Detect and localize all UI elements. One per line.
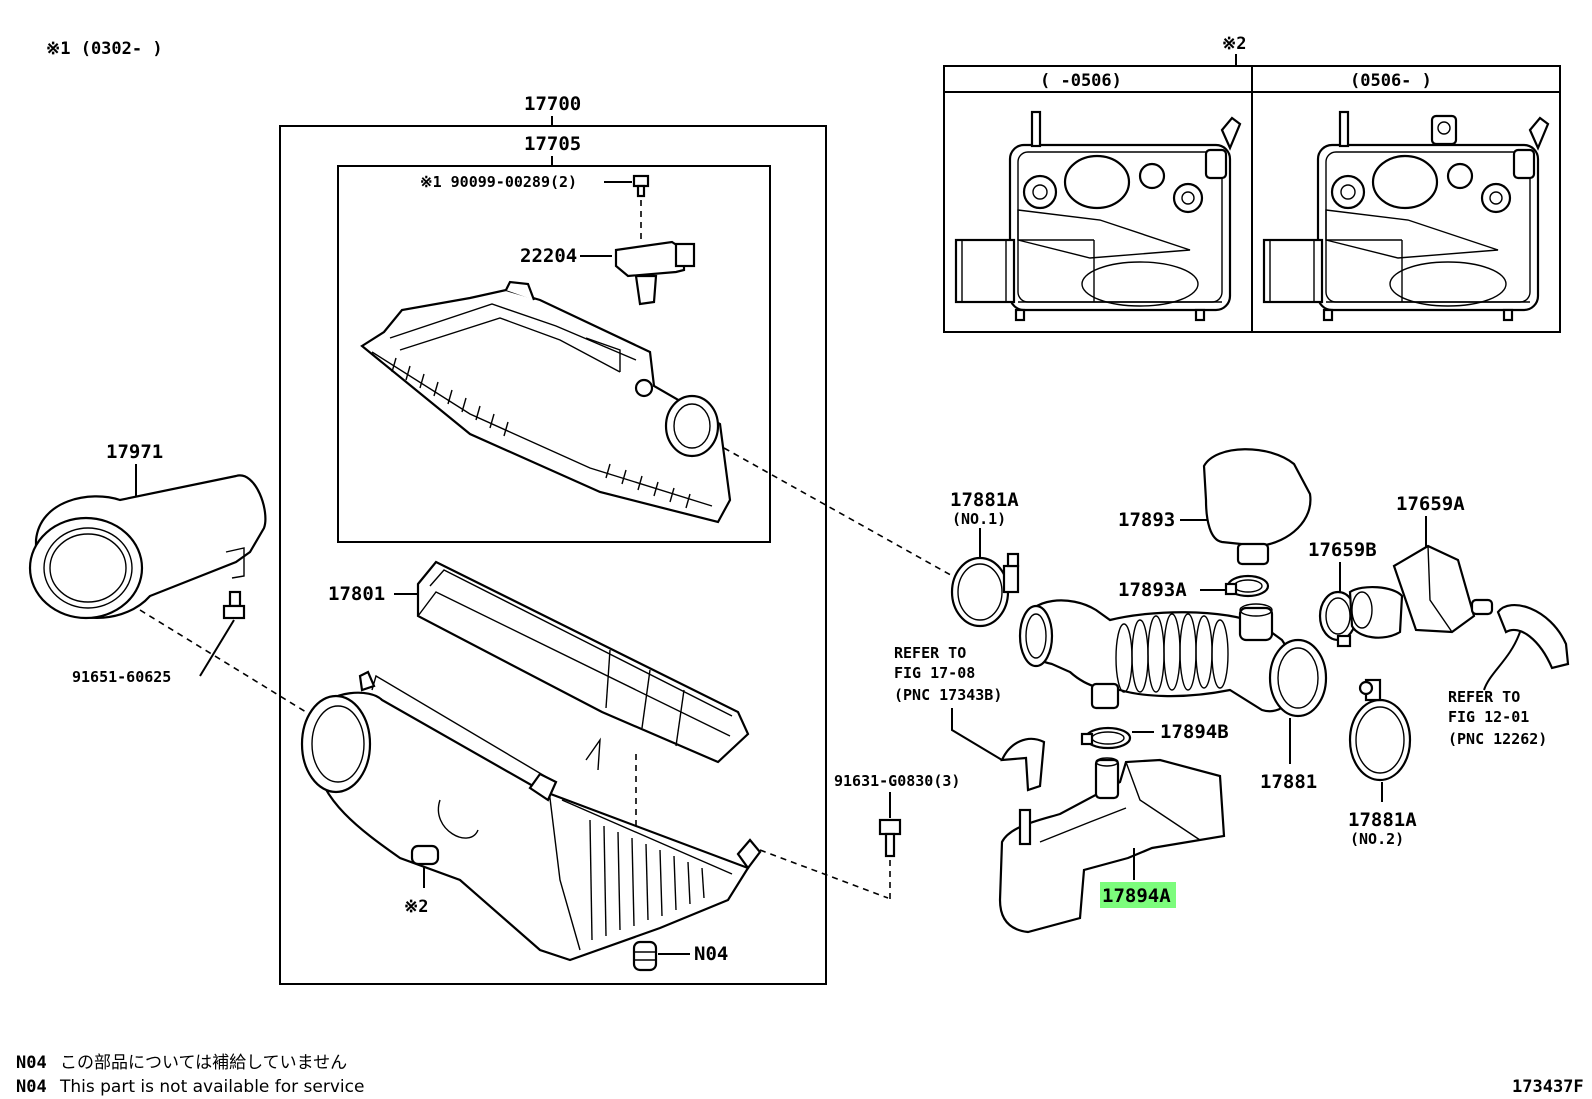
footer-code-2: N04 xyxy=(16,1077,47,1097)
label-17705: 17705 xyxy=(524,133,581,155)
label-17659a: 17659A xyxy=(1396,493,1465,515)
intake-hose-17881 xyxy=(1018,599,1328,718)
footer-note-jp: この部品については補給していません xyxy=(60,1053,347,1073)
bolt-91631 xyxy=(878,818,902,858)
header-note: ※1 (0302- ) xyxy=(46,39,163,59)
clip-17893a xyxy=(1224,574,1270,598)
inset-left-range: ( -0506) xyxy=(1040,71,1122,91)
label-90099: ※1 90099-00289(2) xyxy=(420,173,577,191)
bolt-91651 xyxy=(222,590,246,620)
sensor-22204 xyxy=(614,240,696,306)
label-17881a-no2: 17881A xyxy=(1348,809,1417,831)
ref-right-line2: FIG 12-01 xyxy=(1448,708,1529,726)
valve-17659a xyxy=(1348,544,1494,639)
resonator-17894a xyxy=(998,757,1226,934)
intake-duct-17971 xyxy=(28,474,267,620)
highlight-box xyxy=(1100,882,1176,908)
figure-id: 173437F xyxy=(1512,1077,1584,1097)
inset-right-housing xyxy=(1262,110,1550,322)
label-91631: 91631-G0830(3) xyxy=(834,772,960,790)
ref-left-line1: REFER TO xyxy=(894,644,966,662)
label-17881: 17881 xyxy=(1260,771,1317,793)
ref-left-line2: FIG 17-08 xyxy=(894,664,975,682)
ref-left-line3: (PNC 17343B) xyxy=(894,686,1002,704)
label-mark2: ※2 xyxy=(404,897,428,917)
label-17893a: 17893A xyxy=(1118,579,1187,601)
cover-ribs xyxy=(391,357,691,509)
label-91651: 91651-60625 xyxy=(72,668,171,686)
label-17893: 17893 xyxy=(1118,509,1175,531)
label-17894b: 17894B xyxy=(1160,721,1229,743)
air-cleaner-cover xyxy=(360,280,732,524)
assembly-17705-frame xyxy=(337,165,771,543)
screw-90099 xyxy=(632,174,650,198)
clip-17894b xyxy=(1080,726,1132,750)
ref-right-line3: (PNC 12262) xyxy=(1448,730,1547,748)
label-17659b: 17659B xyxy=(1308,539,1377,561)
grommet-mark2 xyxy=(410,844,440,866)
label-17700: 17700 xyxy=(524,93,581,115)
inset-marker: ※2 xyxy=(1222,34,1246,54)
label-17881a-no1: 17881A xyxy=(950,489,1019,511)
assembly-17700-frame xyxy=(279,125,827,985)
filter-element-17801 xyxy=(416,560,750,764)
inset-right-range: (0506- ) xyxy=(1350,71,1432,91)
hose-bellows xyxy=(1115,613,1229,693)
label-17881a-no1-sub: (NO.1) xyxy=(952,510,1006,528)
label-17971: 17971 xyxy=(106,441,163,463)
rubber-mount-n04 xyxy=(632,940,658,972)
label-17894a: 17894A xyxy=(1102,885,1171,907)
inset-panel: ※2 ( -0506) (0506- ) xyxy=(943,34,1561,333)
clamp-17881a-no2 xyxy=(1348,678,1412,782)
air-cleaner-case xyxy=(300,670,762,962)
footer-note-en: This part is not available for service xyxy=(59,1077,364,1097)
label-17801: 17801 xyxy=(328,583,385,605)
case-ribs xyxy=(589,819,705,941)
footer-code-1: N04 xyxy=(16,1053,47,1073)
label-17881a-no2-sub: (NO.2) xyxy=(1350,830,1404,848)
inset-left-housing xyxy=(954,110,1242,322)
ref-right-line1: REFER TO xyxy=(1448,688,1520,706)
clamp-17881a-no1 xyxy=(950,552,1020,628)
label-22204: 22204 xyxy=(520,245,577,267)
resonator-17893 xyxy=(1202,448,1312,566)
label-n04: N04 xyxy=(694,943,728,965)
